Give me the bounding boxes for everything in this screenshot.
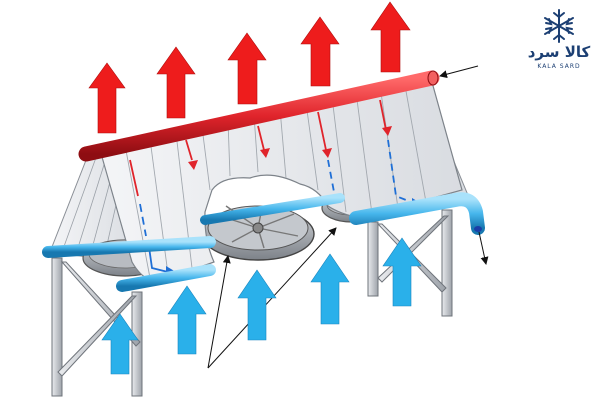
arrow-up-icon	[88, 62, 126, 134]
liquid-pipe-middle	[200, 193, 345, 225]
brace-right-2	[377, 215, 450, 283]
arrow-up-icon	[300, 16, 340, 87]
snowflake-icon	[544, 9, 574, 43]
hot-air-arrows	[88, 1, 411, 134]
leg-back-right-2	[441, 209, 453, 317]
logo-text-fa: کالا سرد	[527, 43, 591, 61]
cold-air-arrows	[101, 237, 422, 375]
arrow-up-icon	[382, 237, 422, 307]
arrow-up-icon	[237, 269, 277, 341]
arrow-up-icon	[156, 46, 196, 119]
logo-text-en: KALA SARD	[537, 63, 581, 70]
liquid-pipe-right	[349, 192, 485, 235]
arrow-up-icon	[227, 32, 267, 105]
header-pipe-end	[427, 70, 439, 86]
flow-arrowheads-red	[188, 126, 392, 170]
leg-back-right-1	[367, 221, 379, 297]
refrigerant-flow	[129, 99, 417, 273]
fan-callout-arrow-1	[207, 255, 231, 369]
outlet-callout-arrow	[478, 231, 489, 265]
liquid-pipe-left	[42, 236, 216, 258]
brace-left-2	[57, 295, 138, 377]
arrow-up-icon	[101, 313, 139, 375]
arrow-up-icon	[370, 1, 411, 73]
pipe-outlet	[474, 226, 482, 232]
brand-logo: کالا سرد KALA SARD	[522, 8, 596, 78]
arrow-up-icon	[310, 253, 350, 325]
liquid-pipe-front	[116, 264, 216, 292]
arrow-up-icon	[167, 285, 207, 355]
inlet-callout-arrow	[439, 65, 479, 79]
hot-gas-header-pipe	[78, 70, 440, 162]
leg-front-left	[51, 257, 63, 397]
